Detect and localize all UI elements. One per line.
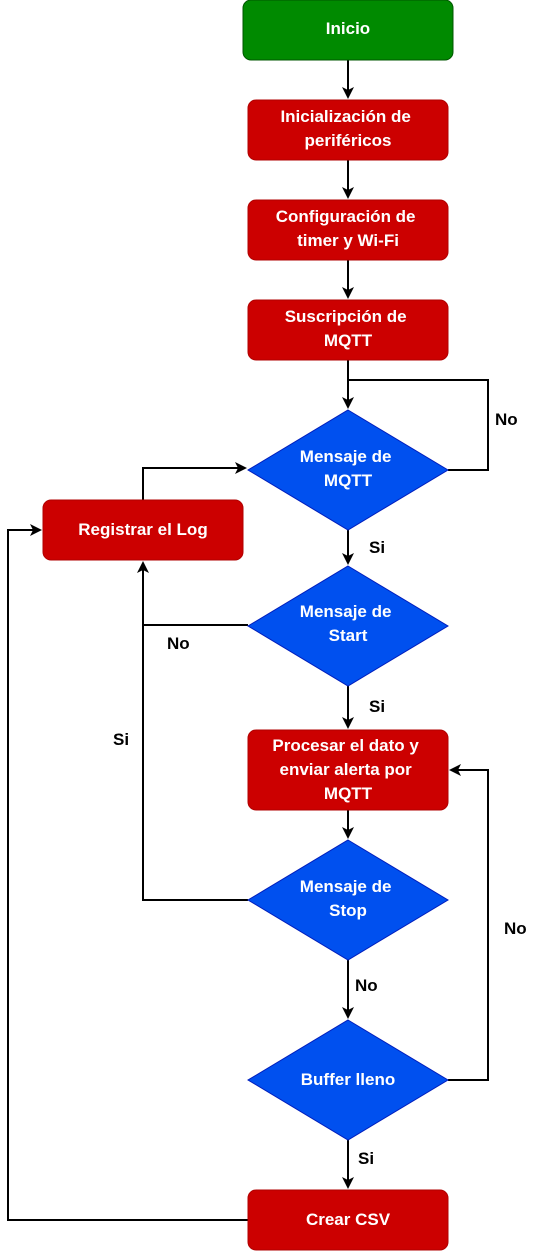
node-mensaje-stop-shape (247, 839, 449, 961)
node-inicio[interactable]: Inicio (242, 0, 454, 61)
node-crear-csv-line-1: Crear CSV (306, 1210, 391, 1229)
label-start-no: No (167, 634, 190, 653)
node-mensaje-start[interactable]: Mensaje de Start (247, 565, 449, 687)
node-registrar-log-label: Registrar el Log (78, 520, 207, 539)
node-mensaje-start-line-2: Start (329, 626, 368, 645)
node-init-perifericos-shape (247, 99, 449, 161)
node-procesar-dato-line-2: enviar alerta por (279, 760, 412, 779)
node-init-perifericos-line-2: periféricos (305, 131, 392, 150)
label-stop-no: No (355, 976, 378, 995)
edge-labels: No Si No Si Si No No Si (113, 410, 527, 1168)
node-mensaje-mqtt[interactable]: Mensaje de MQTT (247, 409, 449, 531)
node-mensaje-mqtt-shape (247, 409, 449, 531)
node-buffer-lleno-label: Buffer lleno (301, 1070, 395, 1089)
node-config-timer[interactable]: Configuración de timer y Wi-Fi (247, 199, 449, 261)
node-inicio-label: Inicio (326, 19, 370, 38)
connectors (7, 60, 489, 1221)
label-buffer-no: No (504, 919, 527, 938)
node-config-timer-line-1: Configuración de (276, 207, 416, 226)
node-procesar-dato[interactable]: Procesar el dato y enviar alerta por MQT… (247, 729, 449, 811)
nodes: Inicio Inicialización de periféricos Con… (42, 0, 454, 1251)
node-procesar-dato-label: Procesar el dato y enviar alerta por MQT… (272, 736, 423, 803)
node-mensaje-mqtt-line-1: Mensaje de (300, 447, 392, 466)
node-registrar-log-line-1: Registrar el Log (78, 520, 207, 539)
label-stop-si: Si (113, 730, 129, 749)
node-buffer-lleno-line-1: Buffer lleno (301, 1070, 395, 1089)
node-suscripcion-mqtt-label: Suscripción de MQTT (285, 307, 412, 350)
node-registrar-log[interactable]: Registrar el Log (42, 499, 244, 561)
node-procesar-dato-line-1: Procesar el dato y (272, 736, 419, 755)
node-mensaje-start-line-1: Mensaje de (300, 602, 392, 621)
node-mensaje-stop-label: Mensaje de Stop (300, 877, 396, 920)
node-mensaje-stop[interactable]: Mensaje de Stop (247, 839, 449, 961)
node-config-timer-label: Configuración de timer y Wi-Fi (276, 207, 421, 250)
node-crear-csv-shape (247, 1189, 449, 1251)
label-mqtt-si: Si (369, 538, 385, 557)
node-procesar-dato-line-3: MQTT (324, 784, 373, 803)
node-init-perifericos-label: Inicialización de periféricos (280, 107, 415, 150)
edge-log-to-mensaje-mqtt (142, 462, 247, 500)
edge-csv-to-log (7, 524, 248, 1221)
node-suscripcion-mqtt-shape (247, 299, 449, 361)
label-start-si: Si (369, 697, 385, 716)
node-config-timer-shape (247, 199, 449, 261)
node-procesar-dato-shape (247, 729, 449, 811)
edge-buffer-no (448, 764, 489, 1081)
node-mensaje-start-shape (247, 565, 449, 687)
edge-mensaje-stop-si (137, 561, 248, 901)
node-crear-csv-label: Crear CSV (306, 1210, 391, 1229)
node-mensaje-start-label: Mensaje de Start (300, 602, 396, 645)
node-mensaje-mqtt-line-2: MQTT (324, 471, 373, 490)
node-init-perifericos[interactable]: Inicialización de periféricos (247, 99, 449, 161)
node-suscripcion-mqtt[interactable]: Suscripción de MQTT (247, 299, 449, 361)
node-config-timer-line-2: timer y Wi-Fi (297, 231, 399, 250)
node-mensaje-stop-line-1: Mensaje de (300, 877, 392, 896)
node-mensaje-mqtt-label: Mensaje de MQTT (300, 447, 396, 490)
node-mensaje-stop-line-2: Stop (329, 901, 367, 920)
node-init-perifericos-line-1: Inicialización de (280, 107, 410, 126)
node-registrar-log-shape (42, 499, 244, 561)
node-crear-csv[interactable]: Crear CSV (247, 1189, 449, 1251)
node-inicio-shape (242, 0, 454, 61)
node-suscripcion-mqtt-line-1: Suscripción de (285, 307, 407, 326)
node-suscripcion-mqtt-line-2: MQTT (324, 331, 373, 350)
node-buffer-lleno-shape (247, 1019, 449, 1141)
edge-mensaje-mqtt-no-loop (348, 379, 489, 471)
node-inicio-line-1: Inicio (326, 19, 370, 38)
label-mqtt-no: No (495, 410, 518, 429)
label-buffer-si: Si (358, 1149, 374, 1168)
node-buffer-lleno[interactable]: Buffer lleno (247, 1019, 449, 1141)
